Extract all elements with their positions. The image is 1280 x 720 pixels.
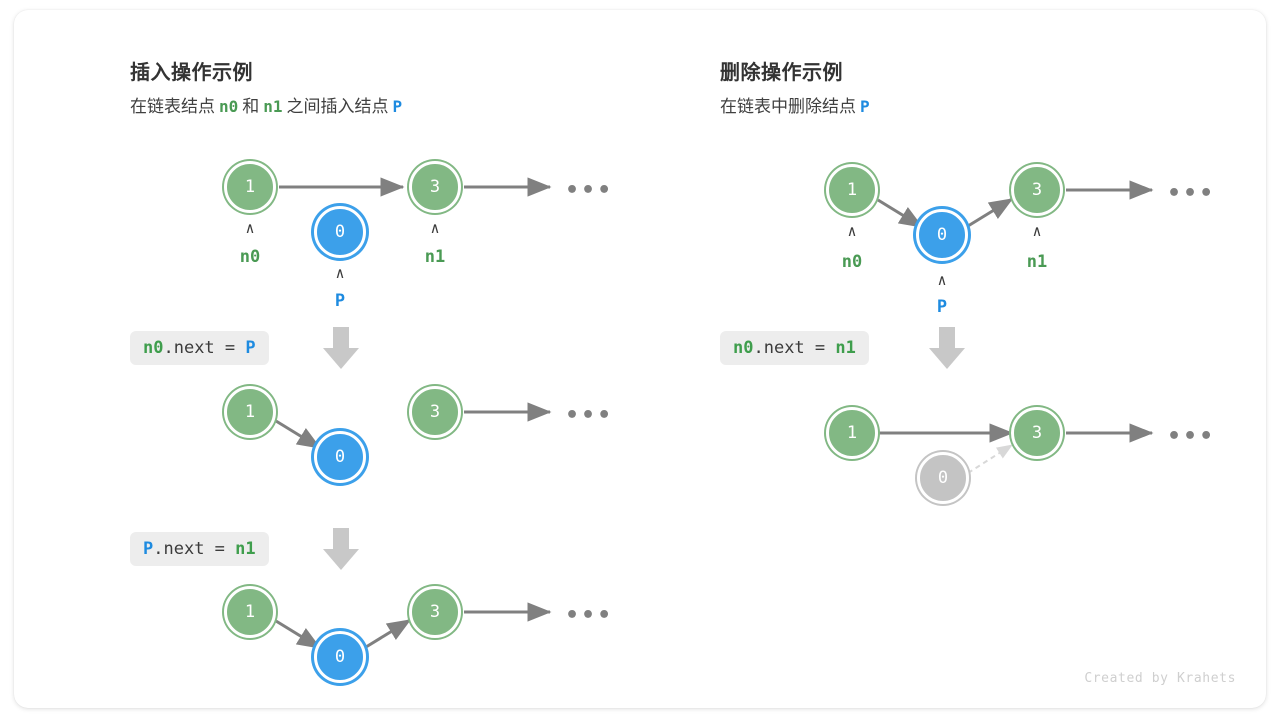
node-value-3: 3 <box>1011 407 1063 459</box>
code-chip-n0-next-p: n0.next = P <box>130 331 269 366</box>
subtitle-p: P <box>392 97 403 116</box>
pointer-label-n1: n1 <box>424 247 446 267</box>
node-value-3: 3 <box>409 386 461 438</box>
code-token-prop: .next = <box>153 539 236 559</box>
pointer-label-n0: n0 <box>239 247 261 267</box>
node-label: 1 <box>244 602 256 622</box>
code-chip-n0-next-n1: n0.next = n1 <box>720 331 869 366</box>
subtitle-n1: n1 <box>263 97 283 116</box>
node-label: 1 <box>846 423 858 443</box>
code-token-target: P <box>143 539 154 559</box>
pointer-label-n1: n1 <box>1026 252 1048 272</box>
node-value-3: 3 <box>409 161 461 213</box>
pointer-caret-p: ∧ <box>335 264 345 282</box>
pointer-label-p: P <box>334 291 346 311</box>
code-token-prop: .next = <box>753 338 836 358</box>
subtitle-n0: n0 <box>219 97 239 116</box>
node-value-3: 3 <box>409 586 461 638</box>
node-value-0: 0 <box>916 209 968 261</box>
node-value-1: 1 <box>826 407 878 459</box>
pointer-caret-n0: ∧ <box>245 219 255 237</box>
node-value-1: 1 <box>224 161 276 213</box>
ellipsis-marker: ••• <box>565 178 614 203</box>
node-label: 1 <box>244 177 256 197</box>
node-label: 1 <box>846 180 858 200</box>
node-value-0: 0 <box>314 206 366 258</box>
node-label: 0 <box>334 647 346 667</box>
subtitle-text-2: 和 <box>242 97 260 116</box>
ellipsis-marker: ••• <box>1167 424 1216 449</box>
node-label: 3 <box>429 402 441 422</box>
node-value-0-deleted: 0 <box>917 452 969 504</box>
node-value-1: 1 <box>224 586 276 638</box>
pointer-caret-n1: ∧ <box>430 219 440 237</box>
code-token-value: P <box>245 338 256 358</box>
code-chip-p-next-n1: P.next = n1 <box>130 532 269 567</box>
node-label: 0 <box>936 225 948 245</box>
node-label: 3 <box>429 602 441 622</box>
pointer-caret-n1: ∧ <box>1032 222 1042 240</box>
code-token-target: n0 <box>143 338 164 358</box>
insert-panel-title: 插入操作示例 <box>130 62 253 84</box>
node-label: 0 <box>334 222 346 242</box>
node-value-1: 1 <box>826 164 878 216</box>
subtitle-text-1: 在链表中删除结点 <box>720 97 856 116</box>
node-value-1: 1 <box>224 386 276 438</box>
pointer-label-p: P <box>936 297 948 317</box>
node-value-3: 3 <box>1011 164 1063 216</box>
node-label: 0 <box>334 447 346 467</box>
node-label: 0 <box>937 468 949 488</box>
code-token-value: n1 <box>235 539 256 559</box>
down-arrow-icon <box>323 327 359 369</box>
code-token-target: n0 <box>733 338 754 358</box>
node-label: 3 <box>429 177 441 197</box>
node-label: 1 <box>244 402 256 422</box>
code-token-prop: .next = <box>163 338 246 358</box>
delete-panel-title: 删除操作示例 <box>720 62 843 84</box>
pointer-label-n0: n0 <box>841 252 863 272</box>
node-value-0: 0 <box>314 631 366 683</box>
footer-credit: Created by Krahets <box>1084 671 1236 686</box>
subtitle-text-1: 在链表结点 <box>130 97 215 116</box>
ellipsis-marker: ••• <box>565 603 614 628</box>
down-arrow-icon <box>929 327 965 369</box>
code-token-value: n1 <box>835 338 856 358</box>
ellipsis-marker: ••• <box>565 403 614 428</box>
subtitle-text-3: 之间插入结点 <box>286 97 389 116</box>
subtitle-p: P <box>860 97 870 116</box>
ellipsis-marker: ••• <box>1167 181 1216 206</box>
pointer-caret-n0: ∧ <box>847 222 857 240</box>
pointer-caret-p: ∧ <box>937 271 947 289</box>
down-arrow-icon <box>323 528 359 570</box>
node-label: 3 <box>1031 423 1043 443</box>
node-label: 3 <box>1031 180 1043 200</box>
node-value-0: 0 <box>314 431 366 483</box>
